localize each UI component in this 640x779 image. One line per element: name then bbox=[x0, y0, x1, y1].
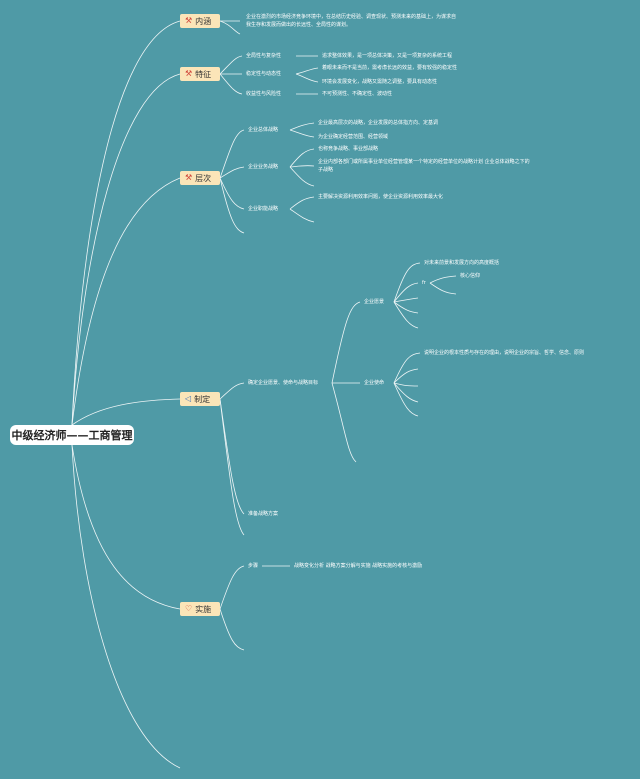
cengci-item-b-desc1: 也称竞争战略、事业部战略 bbox=[318, 146, 379, 152]
vision-core: 核心信仰 bbox=[460, 273, 481, 279]
branch-label: 层次 bbox=[195, 173, 212, 183]
tezheng-item-b-desc1: 着眼未来而不是当前，需考虑长远的效益，要有较强的稳定性 bbox=[322, 65, 458, 71]
tools-icon: ⚒ bbox=[185, 16, 193, 25]
vision-desc: 对未来前景和发展方向的高度概括 bbox=[424, 260, 500, 266]
branch-label: 内涵 bbox=[195, 16, 212, 26]
send-icon: ◁ bbox=[185, 394, 192, 403]
tools-icon: ⚒ bbox=[185, 173, 193, 182]
cengci-item-b: 企业业务战略 bbox=[248, 164, 279, 170]
cengci-item-b-desc2: 企业内部各部门或所属事业单位经营管理某一个特定的经营单位的战略计划 企业总体战略… bbox=[318, 159, 530, 173]
tezheng-item-b: 稳定性与动态性 bbox=[246, 71, 282, 77]
cengci-item-a: 企业总体战略 bbox=[248, 127, 279, 133]
root-node[interactable]: 中级经济师——工商管理 bbox=[10, 425, 134, 445]
tools-icon: ⚒ bbox=[185, 69, 193, 78]
vision-sub: fr bbox=[422, 280, 426, 286]
tezheng-item-a-desc: 追求整体效果，是一项总体决策，又是一项复杂的系统工程 bbox=[322, 53, 453, 59]
shishi-item-a: 步骤 bbox=[248, 563, 259, 569]
branch-label: 实施 bbox=[195, 604, 212, 614]
branch-label: 特征 bbox=[195, 69, 212, 79]
branch-cengci[interactable]: ⚒ 层次 bbox=[180, 171, 220, 185]
shishi-item-a-desc: 战略变化分析 战略方案分解与实施 战略实施的考核与激励 bbox=[294, 563, 423, 569]
cengci-item-a-desc2: 为企业确定经营范围、经营领域 bbox=[318, 134, 389, 140]
zhiding-item-b: 准备战略方案 bbox=[248, 511, 279, 517]
cengci-item-c-desc: 主要解决资源利用效率问题，使企业资源利用效率最大化 bbox=[318, 194, 444, 200]
tezheng-item-c-desc: 不可预测性、不确定性、波动性 bbox=[322, 91, 393, 97]
tezheng-item-b-desc2: 环境会发展变化，战略又需随之调整，要具有动态性 bbox=[322, 79, 438, 85]
branch-label: 制定 bbox=[194, 394, 211, 404]
branch-tezheng[interactable]: ⚒ 特征 bbox=[180, 67, 220, 81]
heart-icon: ♡ bbox=[185, 604, 193, 613]
tezheng-item-a: 全局性与复杂性 bbox=[246, 53, 282, 59]
neihan-text: 企业在激烈的市场经济竞争环境中，在总结历史经验、调查现状、预测未来的基础上，为谋… bbox=[246, 14, 457, 28]
tezheng-item-c: 收益性与风险性 bbox=[246, 91, 282, 97]
branch-zhiding[interactable]: ◁ 制定 bbox=[180, 392, 220, 406]
mission-node: 企业使命 bbox=[364, 380, 385, 386]
branch-neihan[interactable]: ⚒ 内涵 bbox=[180, 14, 220, 28]
cengci-item-c: 企业职能战略 bbox=[248, 206, 279, 212]
vision-node: 企业愿景 bbox=[364, 299, 385, 305]
branch-shishi[interactable]: ♡ 实施 bbox=[180, 602, 220, 616]
zhiding-item-a: 确定企业愿景、使命与战略目标 bbox=[248, 380, 319, 386]
mission-desc: 说明企业的根本性质与存在的理由，说明企业的宗旨、哲学、信念、原则 bbox=[424, 350, 585, 356]
cengci-item-a-desc1: 企业最高层次的战略，企业发展的总体指方向、定基调 bbox=[318, 120, 439, 126]
